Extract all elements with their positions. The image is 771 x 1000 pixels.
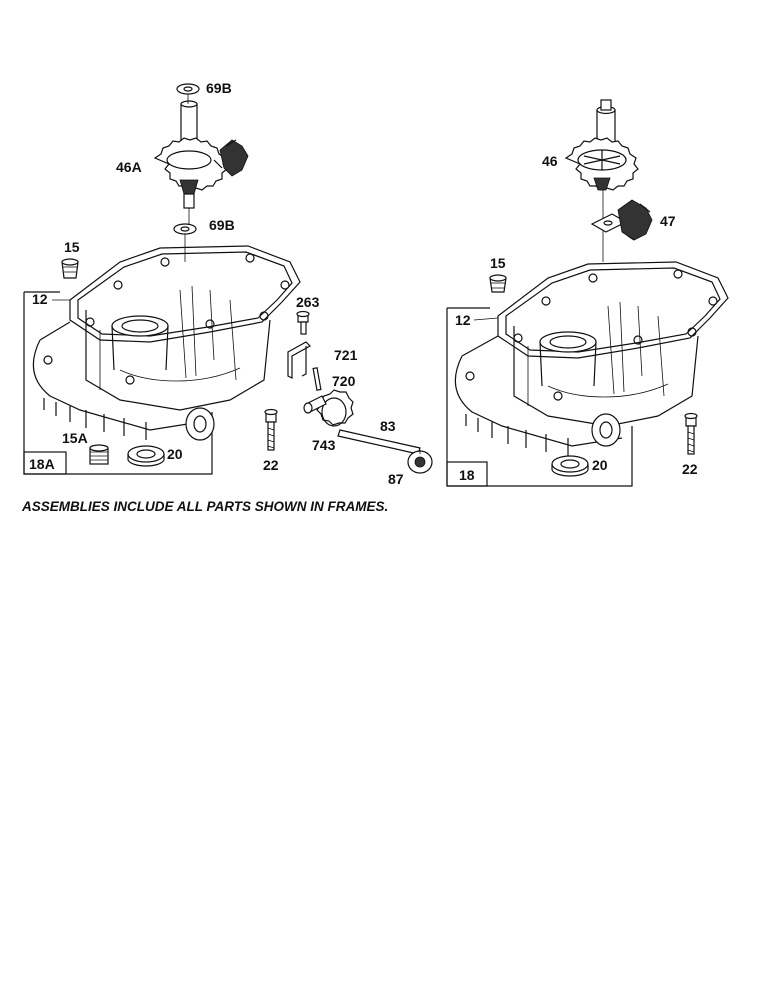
plug-15 xyxy=(61,258,79,279)
oil-seal-20-right xyxy=(551,455,589,477)
label-22-right: 22 xyxy=(682,461,698,477)
frame-label-18a: 18A xyxy=(29,456,55,472)
label-12: 12 xyxy=(32,291,48,307)
bolt-22-left xyxy=(264,408,278,451)
label-12-right: 12 xyxy=(455,312,471,328)
governor-gear-shaft-743-83 xyxy=(303,389,421,455)
frame-label-box-18 xyxy=(446,461,488,487)
label-721: 721 xyxy=(334,347,358,363)
crankcase-sump-right xyxy=(454,261,729,456)
label-15-right: 15 xyxy=(490,255,506,271)
washer-69b-top xyxy=(176,83,200,95)
assembly-frame-18 xyxy=(446,307,633,487)
plug-15-right xyxy=(489,274,507,293)
label-263: 263 xyxy=(296,294,320,310)
right-assembly: 46 47 15 12 20 22 18 xyxy=(446,99,729,487)
compression-release-47 xyxy=(590,199,653,241)
label-69b-top: 69B xyxy=(206,80,232,96)
camshaft-gear-46 xyxy=(564,99,639,191)
label-720: 720 xyxy=(332,373,356,389)
label-47: 47 xyxy=(660,213,676,229)
label-20: 20 xyxy=(167,446,183,462)
label-69b-bottom: 69B xyxy=(209,217,235,233)
crankcase-sump-left xyxy=(32,245,301,441)
label-15: 15 xyxy=(64,239,80,255)
label-15a: 15A xyxy=(62,430,88,446)
pin-720 xyxy=(312,367,322,391)
plug-15a xyxy=(89,444,109,465)
washer-69b-bottom xyxy=(173,223,197,235)
oil-seal-87 xyxy=(407,450,433,474)
label-46a: 46A xyxy=(116,159,142,175)
bolt-263 xyxy=(296,310,310,335)
label-20-right: 20 xyxy=(592,457,608,473)
assemblies-footnote: ASSEMBLIES INCLUDE ALL PARTS SHOWN IN FR… xyxy=(22,499,389,514)
label-46: 46 xyxy=(542,153,558,169)
oil-seal-20-left xyxy=(127,445,165,467)
label-83: 83 xyxy=(380,418,396,434)
label-22: 22 xyxy=(263,457,279,473)
assembly-frame-18a xyxy=(23,291,213,475)
camshaft-gear-46a xyxy=(153,100,249,209)
frame-label-box-18a xyxy=(23,451,67,475)
bolt-22-right xyxy=(684,412,698,455)
label-743: 743 xyxy=(312,437,336,453)
frame-label-18: 18 xyxy=(459,467,475,483)
governor-bracket-721 xyxy=(287,341,311,379)
left-assembly: 69B 46A 69B 15 12 263 721 720 83 743 87 … xyxy=(23,80,433,487)
label-87: 87 xyxy=(388,471,404,487)
